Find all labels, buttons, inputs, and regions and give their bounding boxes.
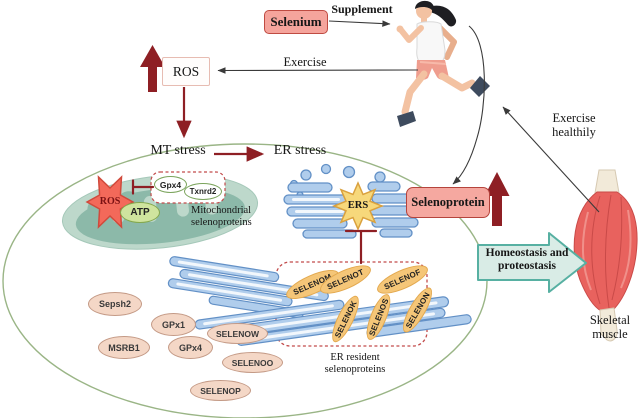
skeletal-muscle-illustration <box>573 169 638 342</box>
ros-star <box>85 175 135 229</box>
selenium-label: Selenium <box>270 14 322 29</box>
runner-illustration <box>396 0 490 127</box>
supplement-arrow <box>328 20 391 27</box>
selenium-box: Selenium <box>264 10 328 34</box>
msrb1-oval: MSRB1 <box>98 336 150 359</box>
gpx4-cytosol-oval: GPx4 <box>168 336 213 359</box>
sepsh2-oval: Sepsh2 <box>88 292 142 316</box>
selenoprotein-box: Selenoprotein <box>406 187 490 218</box>
gray-arrows <box>217 20 600 213</box>
exercise-healthily-label: Exercise healthily <box>552 111 596 139</box>
selenop-oval: SELENOP <box>190 380 251 401</box>
ros-label: ROS <box>172 63 200 79</box>
ros-box: ROS <box>162 57 210 86</box>
ers-star <box>331 181 385 231</box>
muscle-to-runner-arrow <box>502 106 600 213</box>
txnrd2-oval: Txnrd2 <box>184 183 222 200</box>
selenoo-oval: SELENOO <box>222 352 283 373</box>
ros-star-label: ROS <box>99 196 121 207</box>
ers-star-label: ERS <box>347 200 369 211</box>
exercise-label: Exercise <box>283 55 327 69</box>
selenoproteins-inhibit-ers-tbar <box>344 229 378 265</box>
gpx4-mito-oval: Gpx4 <box>154 176 187 193</box>
er-organelle <box>283 163 419 239</box>
ros-increase-arrow <box>140 45 165 92</box>
exercise-arrow <box>217 67 419 74</box>
selenow-oval: SELENOW <box>207 323 268 344</box>
selenoprotein-increase-arrow <box>484 172 510 226</box>
homeostasis-arrow <box>477 232 587 293</box>
mito-caption: Mitochondrial selenoproteins <box>191 205 252 228</box>
atp-oval: ATP <box>120 202 160 223</box>
gpx-inhibits-ros-tbar <box>131 179 155 195</box>
skeletal-muscle-label: Skeletal muscle <box>589 313 631 341</box>
homeostasis-label: Homeostasis and proteostasis <box>485 247 569 272</box>
er-stress-label: ER stress <box>273 143 327 158</box>
gpx1-oval: GPx1 <box>151 313 196 336</box>
mt-stress-label: MT stress <box>150 143 206 158</box>
er-resident-caption: ER resident selenoproteins <box>324 352 386 375</box>
supplement-label: Supplement <box>331 2 393 16</box>
maroon-arrows <box>131 87 378 265</box>
runner-to-selenoprotein-arrow <box>452 25 485 185</box>
selenoprotein-label: Selenoprotein <box>411 195 485 209</box>
